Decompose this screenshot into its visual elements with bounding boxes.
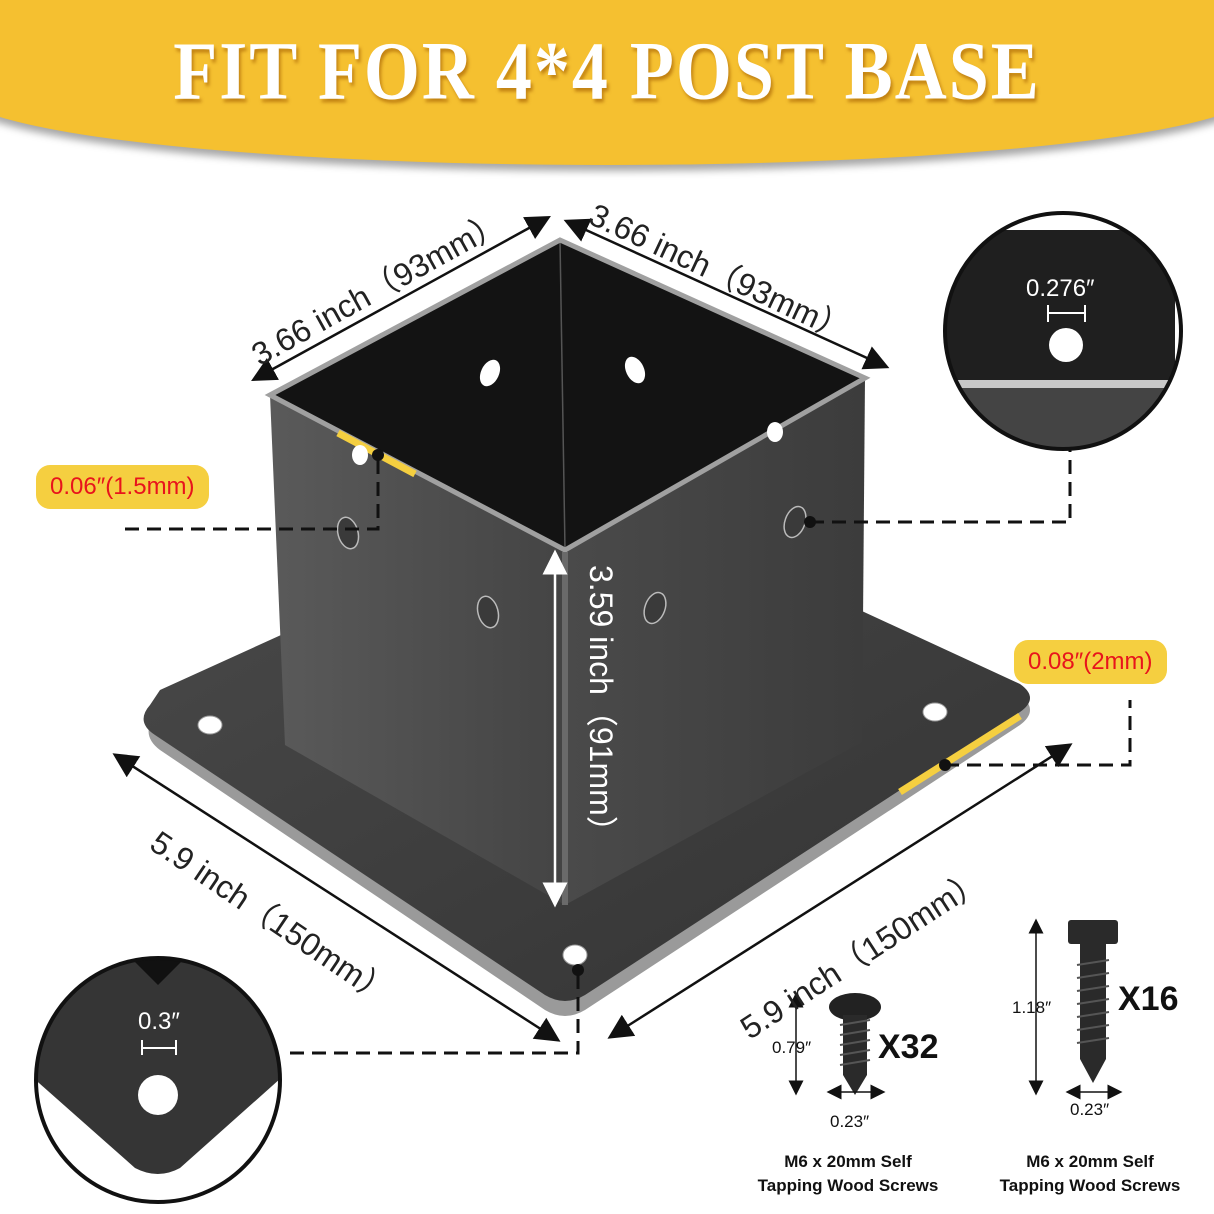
base-hole-diameter-label: 0.3″: [138, 1008, 180, 1035]
screw-2-caption-line2: Tapping Wood Screws: [999, 1176, 1181, 1195]
screw-1-diameter: 0.23″: [830, 1112, 870, 1131]
leader-lines: [125, 420, 1132, 1055]
base-left-dimension-arrow: [112, 753, 561, 1042]
side-hole-diameter-label: 0.276″: [1026, 275, 1095, 302]
banner-title: FIT FOR 4*4 POST BASE: [173, 24, 1041, 117]
hole-detail-circle-top: [943, 211, 1183, 451]
screw-2-diameter: 0.23″: [1070, 1100, 1110, 1119]
screw-1-caption-line2: Tapping Wood Screws: [757, 1176, 939, 1195]
hole-detail-circle-bottom: [34, 956, 282, 1204]
screw-2-caption-line1: M6 x 20mm Self: [1026, 1152, 1154, 1171]
screw-1-caption-line1: M6 x 20mm Self: [784, 1152, 912, 1171]
top-left-dimension-arrow: [251, 215, 551, 382]
screw-1-quantity: X32: [878, 1028, 939, 1066]
screw-2-caption: M6 x 20mm Self Tapping Wood Screws: [980, 1150, 1200, 1198]
height-label: 3.59 inch（91mm）: [583, 565, 619, 848]
post-thickness-callout: 0.06″(1.5mm): [36, 465, 209, 509]
screw-1-caption: M6 x 20mm Self Tapping Wood Screws: [738, 1150, 958, 1198]
top-right-dimension-arrow: [563, 218, 890, 370]
hex-head-screw-image: [1068, 920, 1118, 1083]
base-thickness-callout: 0.08″(2mm): [1014, 640, 1167, 684]
title-banner: [0, 0, 1214, 165]
base-right-dimension-arrow: [607, 743, 1073, 1039]
pan-head-screw-image: [829, 993, 881, 1095]
screw-2-quantity: X16: [1118, 980, 1179, 1018]
screw-2-length: 1.18″: [1012, 998, 1052, 1017]
screw-1-length: 0.79″: [772, 1038, 812, 1057]
